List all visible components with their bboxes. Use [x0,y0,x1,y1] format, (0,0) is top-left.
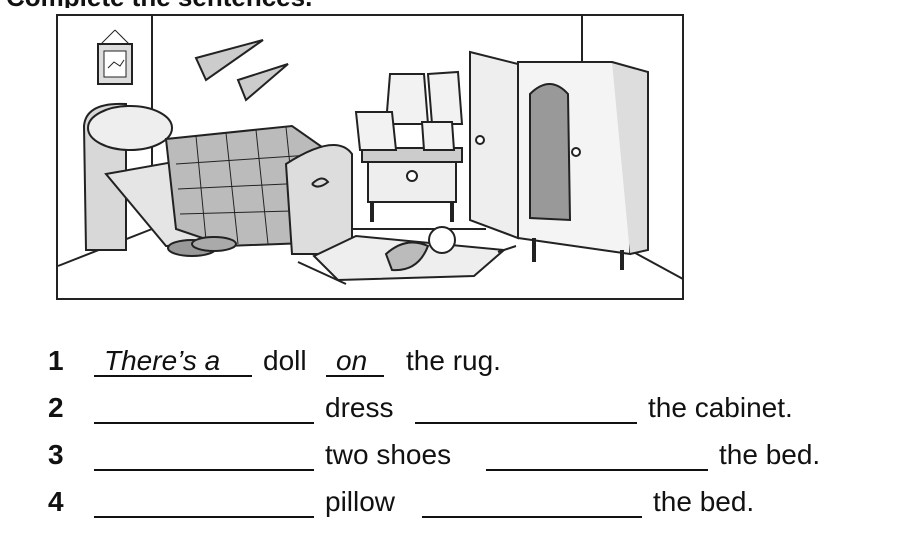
bed [82,102,353,255]
exercise-number: 1 [48,345,64,376]
shoes-under-bed [167,236,237,257]
sentence-subject: dress [325,392,394,423]
sentence-end: the cabinet. [648,392,793,423]
answer-blank-1[interactable] [94,439,314,471]
jugs [354,70,464,151]
sentence-subject: doll [263,345,307,376]
wardrobe [469,50,649,270]
instruction-text: Complete the sentences. [6,0,312,8]
exercise-4: 4 pillow the bed. [0,486,922,522]
exercise-2: 2 dress the cabinet. [0,392,922,428]
bedroom-illustration [56,14,684,300]
answer-blank-1[interactable] [94,392,314,424]
answer-blank-2[interactable]: on [326,345,384,377]
cropped-instruction: Complete the sentences. [0,0,922,8]
sentence-subject: pillow [325,486,396,517]
sentence-end: the bed. [653,486,755,517]
answer-text: There’s a [104,345,221,376]
sentence-subject: two shoes [325,439,452,470]
nightstand [361,147,463,222]
exercise-1: 1 There’s a doll on the rug. [0,345,922,381]
wall-picture [97,29,133,85]
exercise-number: 3 [48,439,64,470]
exercise-3: 3 two shoes the bed. [0,439,922,475]
sentence-end: the bed. [719,439,821,470]
exercise-number: 4 [48,486,64,517]
answer-blank-2[interactable] [486,439,708,471]
sentence-end: the rug. [406,345,501,376]
answer-blank-2[interactable] [415,392,637,424]
doll-on-rug [384,226,456,272]
answer-blank-2[interactable] [422,486,642,518]
exercise-number: 2 [48,392,64,423]
answer-text: on [336,345,368,376]
answer-blank-1[interactable] [94,486,314,518]
answer-blank-1[interactable]: There’s a [94,345,252,377]
